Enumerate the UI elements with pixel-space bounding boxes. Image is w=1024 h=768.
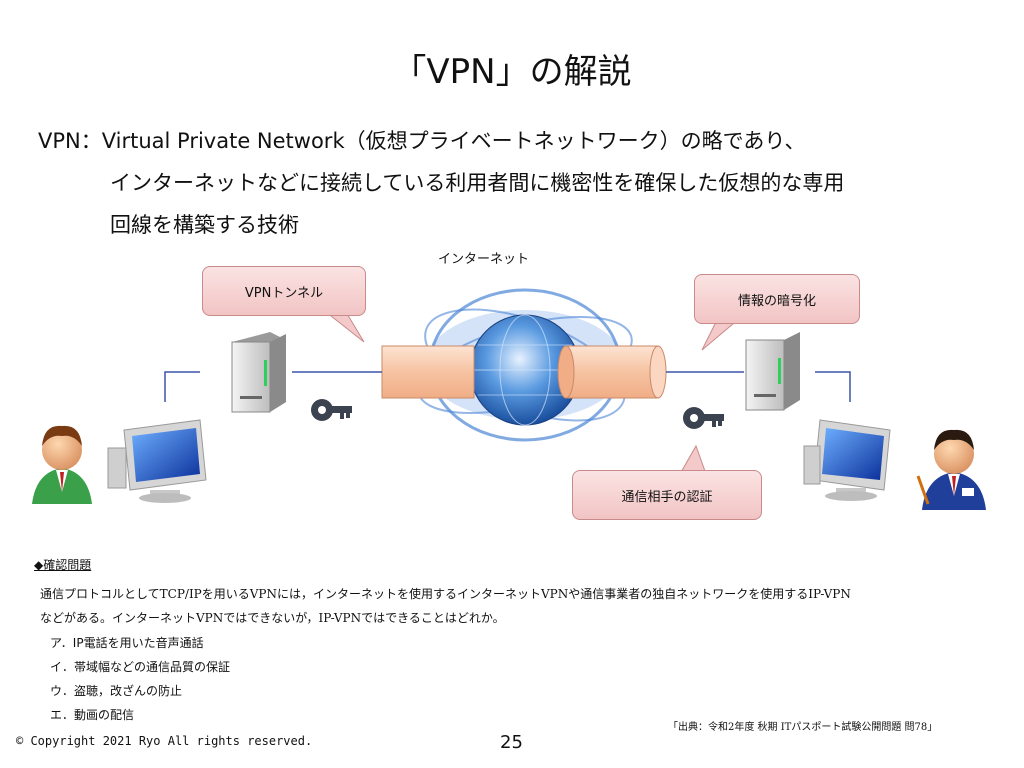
right-user-avatar-icon [916,429,986,510]
callout-tail-tunnel [324,311,365,343]
choice-e: エ．動画の配信 [50,708,135,722]
left-user-avatar-icon [32,425,92,504]
callout-vpn-tunnel: VPNトンネル [202,266,366,316]
page-number: 25 [500,732,523,753]
choice-u: ウ．盗聴，改ざんの防止 [50,684,183,698]
left-key-icon [311,399,352,421]
definition-line-1: VPN：Virtual Private Network（仮想プライベートネットワ… [38,129,806,153]
callout-encryption: 情報の暗号化 [694,274,860,324]
vpn-tunnel-left [381,345,475,399]
definition-line-3: 回線を構築する技術 [110,213,299,237]
quiz-question: 通信プロトコルとしてTCP/IPを用いるVPNには，インターネットを使用するイン… [40,582,990,630]
left-monitor-icon [107,419,207,503]
definition-text: VPN：Virtual Private Network（仮想プライベートネットワ… [38,120,844,246]
quiz-question-line-2: などがある。インターネットVPNではできないが，IP-VPNではできることはどれ… [40,611,505,625]
internet-label: インターネット [438,252,530,267]
choice-a: ア．IP電話を用いた音声通話 [50,636,204,650]
slide-title: 「VPN」の解説 [392,52,632,92]
right-monitor-icon [803,419,891,501]
quiz-question-line-1: 通信プロトコルとしてTCP/IPを用いるVPNには，インターネットを使用するイン… [40,587,851,601]
vpn-tunnel-right [557,345,667,399]
right-server-icon [745,332,800,411]
callout-authentication: 通信相手の認証 [572,470,762,520]
left-server-icon [231,332,286,413]
choice-i: イ．帯域幅などの通信品質の保証 [50,660,231,674]
copyright-notice: © Copyright 2021 Ryo All rights reserved… [16,734,313,748]
source-citation: 「出典：令和2年度 秋期 ITパスポート試験公開問題 問78」 [668,722,938,733]
right-key-icon [683,407,724,429]
quiz-heading: ◆確認問題 [34,558,92,572]
connection-lines [164,371,851,402]
definition-line-2: インターネットなどに接続している利用者間に機密性を確保した仮想的な専用 [110,171,845,195]
